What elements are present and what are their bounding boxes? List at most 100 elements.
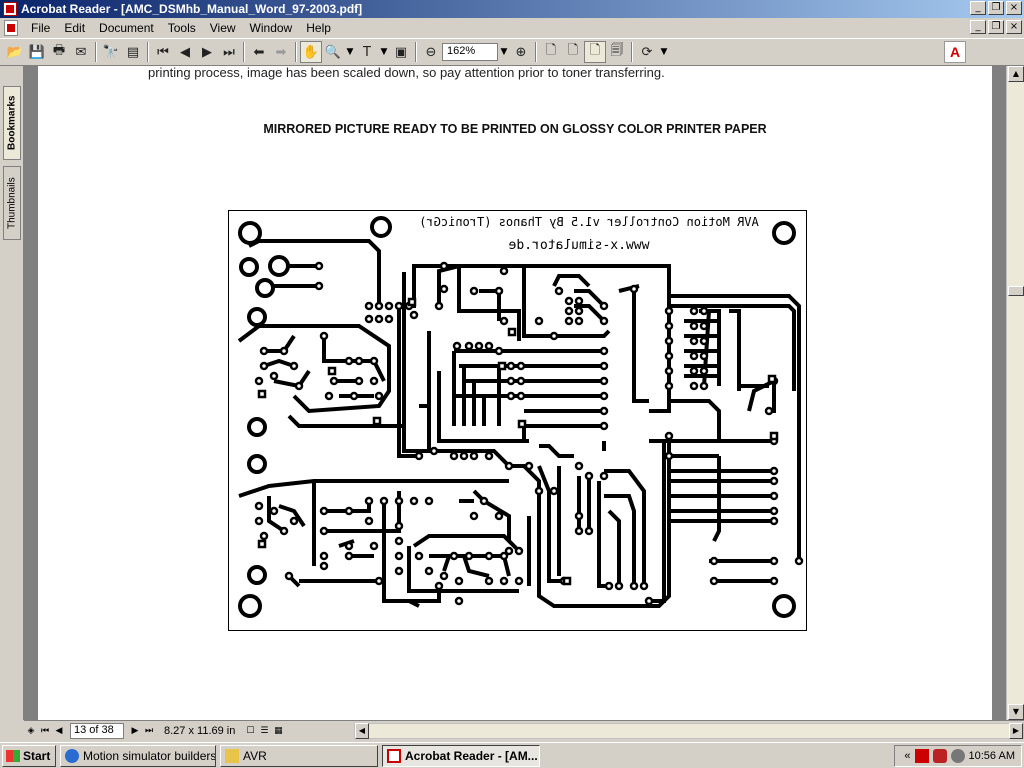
- tab-thumbnails[interactable]: Thumbnails: [3, 166, 21, 240]
- go-forward-icon[interactable]: ➡: [275, 44, 287, 60]
- scroll-down-arrow-icon[interactable]: ▼: [1008, 704, 1024, 720]
- menu-help[interactable]: Help: [306, 21, 331, 35]
- minimize-button[interactable]: _: [970, 1, 986, 15]
- menu-file[interactable]: File: [31, 21, 51, 35]
- document-icon[interactable]: [4, 20, 18, 36]
- page-navigation-bar: ◈ ⏮ ◀ 13 of 38 ▶ ⏭ 8.27 x 11.69 in ☐ ☰ ▦…: [24, 720, 1024, 740]
- page-heading: MIRRORED PICTURE READY TO BE PRINTED ON …: [263, 122, 767, 136]
- system-tray: « 10:56 AM: [894, 745, 1022, 767]
- taskbar-item-browser[interactable]: Motion simulator builders...: [60, 744, 216, 767]
- email-icon[interactable]: ✉: [75, 44, 87, 60]
- last-page-button[interactable]: ⏭: [144, 725, 154, 736]
- pcb-traces-drawing: [237, 216, 804, 618]
- document-viewport[interactable]: printing process, image has been scaled …: [24, 66, 1006, 720]
- open-folder-icon[interactable]: 📂: [6, 44, 24, 60]
- menu-bar: File Edit Document Tools View Window Hel…: [0, 18, 1024, 38]
- zoom-in-tool-icon[interactable]: 🔍: [324, 44, 342, 60]
- chevron-down-icon[interactable]: ▼: [380, 47, 388, 57]
- speaker-icon[interactable]: [950, 749, 965, 763]
- windows-flag-icon: [6, 749, 20, 762]
- doc-minimize-button[interactable]: _: [970, 20, 986, 34]
- toolbar-separator: [95, 42, 97, 62]
- menu-window[interactable]: Window: [249, 21, 293, 35]
- previous-page-button[interactable]: ◀: [55, 725, 63, 736]
- zoom-out-icon[interactable]: ⊖: [425, 44, 437, 60]
- folder-icon: [225, 748, 239, 763]
- taskbar-item-acrobat[interactable]: Acrobat Reader - [AM...: [382, 744, 540, 767]
- start-button[interactable]: Start: [2, 744, 56, 767]
- pdf-page: printing process, image has been scaled …: [38, 66, 992, 720]
- menu-tools[interactable]: Tools: [167, 21, 196, 35]
- vertical-scroll-thumb[interactable]: [1008, 286, 1024, 296]
- zoom-dropdown-chevron-icon[interactable]: ▼: [500, 47, 508, 57]
- taskbar-item-label: AVR: [243, 748, 267, 763]
- windows-taskbar: Start Motion simulator builders... AVR A…: [0, 742, 1024, 768]
- pcb-layout-image: AVR Motion Controller v1.5 By Thanos (Tr…: [228, 210, 807, 631]
- first-page-button[interactable]: ⏮: [40, 725, 50, 736]
- main-toolbar: 📂 💾 🖶 ✉ 🔭 ▤ ⏮ ◀ ▶ ⏭ ⬅ ➡ ✋ 🔍 ▼ T ▼ ▣ ⊖ 16…: [0, 38, 1024, 66]
- taskbar-item-label: Motion simulator builders...: [83, 748, 216, 763]
- menu-edit[interactable]: Edit: [64, 21, 86, 35]
- page-number-field[interactable]: 13 of 38: [70, 722, 124, 739]
- scroll-left-arrow-icon[interactable]: ◀: [355, 723, 369, 739]
- acrobat-app-icon[interactable]: [3, 2, 17, 16]
- acrobat-icon: [387, 748, 401, 763]
- tray-expand-icon[interactable]: «: [904, 750, 911, 762]
- hand-tool-icon[interactable]: ✋: [300, 41, 322, 63]
- zoom-input[interactable]: 162%: [442, 43, 498, 61]
- window-controls: _ ❐ ×: [970, 1, 1022, 15]
- save-icon[interactable]: 💾: [28, 44, 46, 60]
- go-back-icon[interactable]: ⬅: [253, 44, 265, 60]
- rotate-view-icon[interactable]: ⟳: [641, 44, 653, 60]
- scroll-right-arrow-icon[interactable]: ▶: [1009, 723, 1023, 739]
- horizontal-scrollbar[interactable]: ◀ ▶: [354, 723, 1024, 739]
- doc-restore-button[interactable]: ❐: [988, 20, 1004, 34]
- next-page-button[interactable]: ▶: [131, 725, 139, 736]
- graphics-select-icon[interactable]: ▣: [394, 44, 408, 60]
- first-page-icon[interactable]: ⏮: [157, 44, 169, 60]
- ati-icon[interactable]: [914, 749, 929, 763]
- chevron-down-icon[interactable]: ▼: [660, 47, 668, 57]
- start-label: Start: [23, 748, 51, 763]
- scroll-up-arrow-icon[interactable]: ▲: [1008, 66, 1024, 82]
- continuous-facing-icon[interactable]: ▦: [274, 725, 283, 736]
- pcb-mirrored-url: www.x-simulator.de: [508, 238, 650, 253]
- document-controls: _ ❐ ×: [970, 20, 1022, 34]
- find-icon[interactable]: 🔭: [102, 44, 120, 60]
- taskbar-item-avr-folder[interactable]: AVR: [220, 744, 378, 767]
- toolbar-separator: [147, 42, 149, 62]
- taskbar-item-label: Acrobat Reader - [AM...: [405, 748, 538, 763]
- menu-document[interactable]: Document: [99, 21, 154, 35]
- next-page-icon[interactable]: ▶: [202, 44, 212, 60]
- window-titlebar[interactable]: Acrobat Reader - [AMC_DSMhb_Manual_Word_…: [0, 0, 1024, 18]
- continuous-icon[interactable]: ☰: [260, 725, 269, 736]
- zoom-in-icon[interactable]: ⊕: [515, 44, 527, 60]
- single-page-icon[interactable]: ☐: [246, 725, 255, 736]
- toolbar-separator: [631, 42, 633, 62]
- actual-size-icon[interactable]: 🗋: [545, 43, 557, 58]
- toolbar-separator: [243, 42, 245, 62]
- pcb-mirrored-title: AVR Motion Controller v1.5 By Thanos (Tr…: [419, 215, 759, 229]
- fit-width-icon[interactable]: 🗋: [584, 41, 606, 63]
- menu-view[interactable]: View: [209, 21, 236, 35]
- tray-clock[interactable]: 10:56 AM: [968, 750, 1015, 762]
- restore-button[interactable]: ❐: [988, 1, 1004, 15]
- split-view-icon[interactable]: ◈: [27, 725, 35, 736]
- chevron-down-icon[interactable]: ▼: [346, 47, 354, 57]
- toolbar-separator: [415, 42, 417, 62]
- security-shield-icon[interactable]: [932, 749, 947, 763]
- fit-page-icon[interactable]: 🗋: [567, 43, 579, 58]
- reflow-icon[interactable]: 🗐: [610, 43, 624, 58]
- close-button[interactable]: ×: [1006, 1, 1022, 15]
- vertical-scrollbar[interactable]: ▲ ▼: [1006, 66, 1024, 720]
- doc-close-button[interactable]: ×: [1006, 20, 1022, 34]
- text-select-tool-icon[interactable]: T: [363, 44, 371, 60]
- tab-bookmarks[interactable]: Bookmarks: [3, 86, 21, 160]
- navigation-pane: Bookmarks Thumbnails: [0, 66, 24, 720]
- last-page-icon[interactable]: ⏭: [223, 44, 235, 60]
- show-hide-navpane-icon[interactable]: ▤: [126, 44, 140, 60]
- print-icon[interactable]: 🖶: [52, 43, 66, 58]
- toolbar-separator: [535, 42, 537, 62]
- previous-page-icon[interactable]: ◀: [180, 44, 190, 60]
- adobe-logo-icon[interactable]: A: [944, 41, 966, 63]
